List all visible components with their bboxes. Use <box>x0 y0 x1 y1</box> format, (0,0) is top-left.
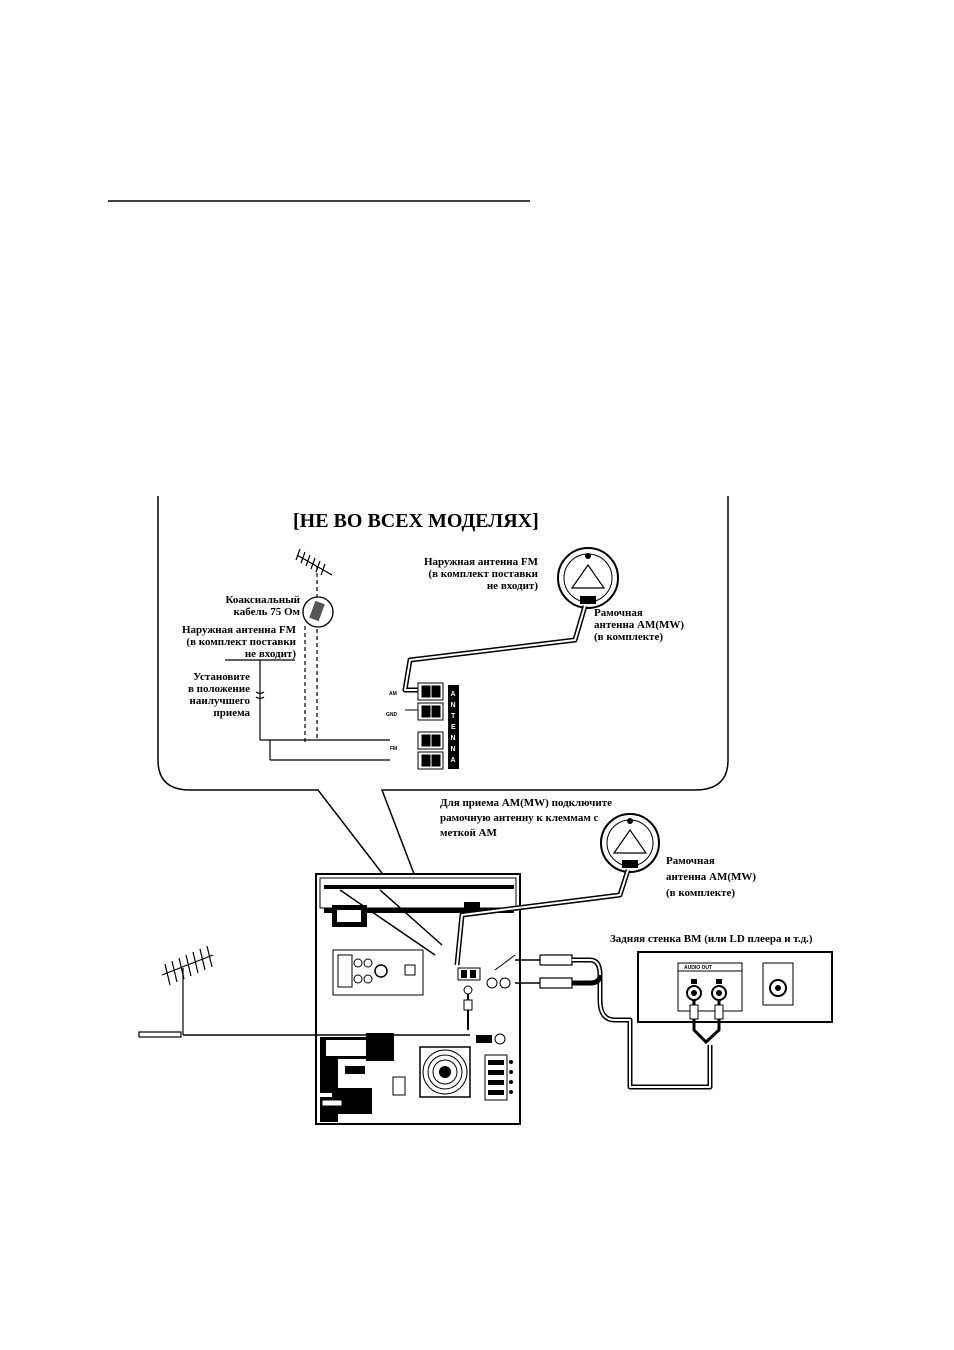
svg-text:Коаксиальный: Коаксиальный <box>225 594 300 606</box>
svg-text:наилучшего: наилучшего <box>190 695 251 707</box>
vcr-rear-panel <box>637 951 833 1045</box>
svg-text:(в комплекте): (в комплекте) <box>594 631 663 643</box>
fm-outdoor-top-label: Наружная антенна FM (в комплект поставки… <box>424 556 539 592</box>
outdoor-yagi-antenna <box>138 945 470 1038</box>
coax-connector-zoom <box>302 596 334 628</box>
am-loop-antenna-bottom <box>600 813 660 873</box>
svg-text:Наружная антенна FM: Наружная антенна FM <box>424 556 539 568</box>
svg-text:кабель 75 Ом: кабель 75 Ом <box>234 606 301 618</box>
speaker-terminals <box>484 1054 513 1101</box>
fm-yagi-antenna-top <box>295 548 333 740</box>
svg-text:(в комплекте): (в комплекте) <box>666 887 735 899</box>
svg-text:A: A <box>451 691 456 698</box>
antenna-terminal-block <box>405 682 444 770</box>
svg-text:N: N <box>451 702 456 709</box>
callout-title: [НЕ ВО ВСЕХ МОДЕЛЯХ] <box>293 510 539 532</box>
svg-text:Для приема AM(MW) подключите: Для приема AM(MW) подключите <box>440 797 612 809</box>
fm-t-antenna <box>225 659 390 761</box>
svg-text:рамочную антенну к клеммам с: рамочную антенну к клеммам с <box>440 812 599 824</box>
svg-text:антенна AM(MW): антенна AM(MW) <box>666 871 756 883</box>
coax-cable-label: Коаксиальный кабель 75 Ом <box>225 594 300 618</box>
am-loop-bottom-label: Рамочная антенна AM(MW) (в комплекте) <box>666 855 756 899</box>
svg-text:не входит): не входит) <box>245 648 296 660</box>
svg-text:A: A <box>451 757 456 764</box>
svg-text:приема: приема <box>213 707 250 719</box>
fm-outdoor-left-label: Наружная антенна FM (в комплект поставки… <box>182 624 297 660</box>
terminal-gnd-label: GND <box>386 712 398 718</box>
svg-text:Рамочная: Рамочная <box>666 855 715 867</box>
rear-jacks-panel <box>332 949 424 996</box>
svg-text:T: T <box>451 713 456 720</box>
svg-text:меткой AM: меткой AM <box>440 827 498 839</box>
svg-text:(в комплект поставки: (в комплект поставки <box>428 568 538 580</box>
cooling-fan <box>419 1046 471 1098</box>
svg-text:(в комплект поставки: (в комплект поставки <box>186 636 296 648</box>
unit-aux-jacks <box>486 954 516 989</box>
svg-text:в положение: в положение <box>188 683 250 695</box>
am-loop-top-label: Рамочная антенна AM(MW) (в комплекте) <box>594 607 684 643</box>
best-reception-label: Установите в положение наилучшего приема <box>188 671 251 719</box>
svg-text:Наружная антенна FM: Наружная антенна FM <box>182 624 297 636</box>
svg-text:не входит): не входит) <box>487 580 538 592</box>
vcr-caption: Задняя стенка ВМ (или LD плеера и т.д.) <box>610 933 813 945</box>
terminal-fm-label: FM <box>390 746 397 752</box>
unit-antenna-terminals <box>457 967 481 1030</box>
am-loop-antenna-top <box>557 547 619 609</box>
antenna-strip <box>448 685 459 769</box>
svg-text:N: N <box>451 735 456 742</box>
unit-lower-panel <box>320 1033 506 1122</box>
antenna-vertical-label: A N T E N N A <box>451 691 457 764</box>
svg-text:N: N <box>451 746 456 753</box>
svg-text:E: E <box>451 724 456 731</box>
svg-text:Рамочная: Рамочная <box>594 607 643 619</box>
svg-text:Установите: Установите <box>193 671 250 683</box>
rca-cables <box>515 954 713 1090</box>
terminal-am-label: AM <box>389 691 397 697</box>
svg-text:антенна AM(MW): антенна AM(MW) <box>594 619 684 631</box>
am-instruction-label: Для приема AM(MW) подключите рамочную ан… <box>440 797 612 839</box>
audio-out-label: AUDIO OUT <box>684 965 712 971</box>
